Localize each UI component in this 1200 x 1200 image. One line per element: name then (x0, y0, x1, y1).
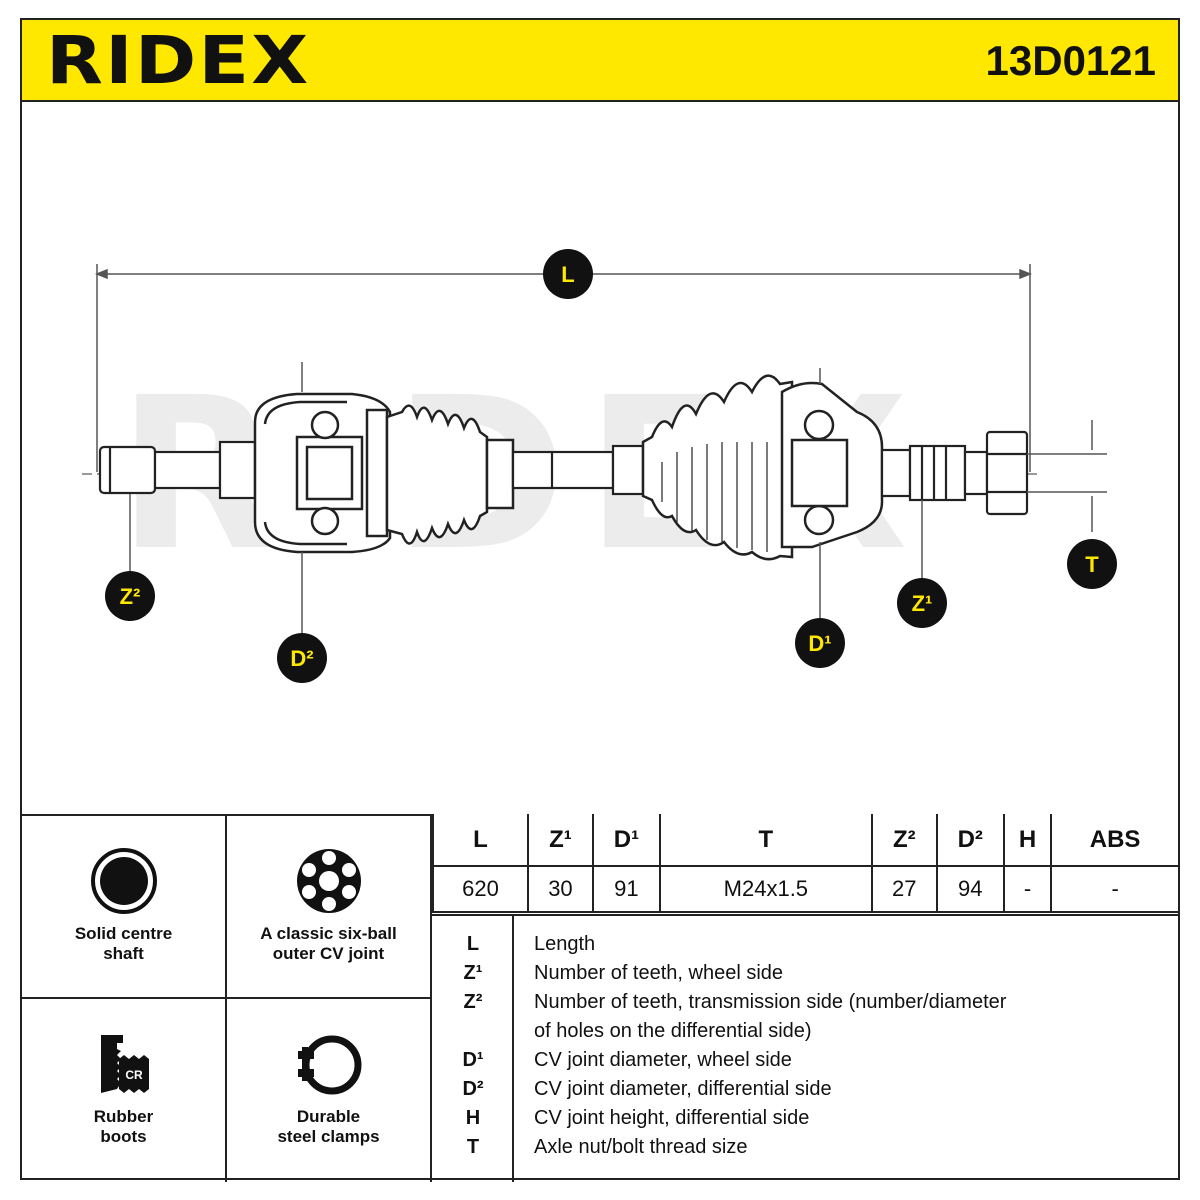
feature-label: Durable steel clamps (277, 1107, 380, 1146)
spec-header: H (1002, 814, 1053, 867)
outer-cv-joint (780, 381, 884, 549)
outer-stub-shaft (880, 430, 1029, 516)
legend-desc: Number of teeth, wheel side (534, 962, 784, 984)
legend-row: Z¹ Number of teeth, wheel side (432, 959, 1178, 988)
feature-label: Rubber boots (93, 1107, 154, 1146)
spec-table: L Z¹ D¹ T Z² D² H ABS 620 30 91 M24x1.5 … (432, 814, 1178, 913)
spec-value: 94 (935, 865, 1005, 913)
spec-value: 620 (432, 865, 529, 913)
svg-text:D¹: D¹ (808, 631, 831, 656)
feature-label: A classic six-ball outer CV joint (260, 924, 397, 963)
spec-header: Z² (870, 814, 938, 867)
legend-panel: L Length Z¹ Number of teeth, wheel side … (432, 914, 1178, 1182)
legend-key: L (466, 933, 480, 955)
svg-text:L: L (561, 262, 574, 287)
solid-shaft-icon (90, 848, 157, 914)
product-sheet: RIDEX 13D0121 RIDEX (20, 18, 1180, 1182)
legend-desc: CV joint diameter, differential side (534, 1078, 832, 1100)
leader-lines (129, 362, 1107, 642)
legend-row: D² CV joint diameter, differential side (432, 1075, 1178, 1104)
legend-key: T (466, 1136, 480, 1158)
spec-value: M24x1.5 (658, 865, 873, 913)
spec-header-row: L Z¹ D¹ T Z² D² H ABS (432, 814, 1178, 867)
legend-desc: of holes on the differential side) (534, 1020, 812, 1042)
inner-joint-housing (253, 392, 392, 554)
spec-value: - (1050, 865, 1178, 913)
inner-stub-shaft (98, 440, 257, 500)
badge-Z1: Z¹ (897, 578, 947, 628)
outer-boot (641, 374, 794, 561)
legend-key: Z¹ (463, 962, 483, 984)
drive-shaft-drawing: RIDEX (22, 102, 1178, 814)
cr-badge-text: CR (125, 1068, 143, 1082)
svg-text:Z²: Z² (120, 584, 141, 609)
legend-desc: CV joint height, differential side (534, 1107, 810, 1129)
spec-header: Z¹ (526, 814, 594, 867)
brand-logo: RIDEX (46, 22, 311, 99)
feature-label: Solid centre shaft (74, 924, 173, 963)
spec-header: D¹ (591, 814, 661, 867)
feature-six-ball-joint: A classic six-ball outer CV joint (227, 816, 432, 999)
feature-steel-clamps: Durable steel clamps (227, 999, 432, 1182)
legend-row: T Axle nut/bolt thread size (432, 1133, 1178, 1162)
feature-rubber-boots: CR Rubber boots (22, 999, 227, 1182)
spec-header: D² (935, 814, 1005, 867)
feature-solid-shaft: Solid centre shaft (22, 816, 227, 999)
steel-clamp-icon (297, 1035, 361, 1095)
features-grid: Solid centre shaft A classic six-ball ou… (22, 814, 432, 1182)
spec-header: ABS (1050, 814, 1178, 867)
legend-row: of holes on the differential side) (432, 1017, 1178, 1046)
legend-key: Z² (463, 991, 483, 1013)
spec-value: - (1002, 865, 1053, 913)
six-ball-joint-icon (296, 849, 361, 913)
legend-row: D¹ CV joint diameter, wheel side (432, 1046, 1178, 1075)
header-bar: RIDEX 13D0121 (22, 20, 1178, 102)
legend-row: H CV joint height, differential side (432, 1104, 1178, 1133)
spec-value: 27 (870, 865, 938, 913)
badge-T: T (1067, 539, 1117, 589)
svg-text:T: T (1085, 552, 1099, 577)
legend-row: L Length (432, 930, 1178, 959)
legend-key-column (432, 916, 514, 1182)
spec-value: 30 (526, 865, 594, 913)
badge-D2: D² (277, 633, 327, 683)
svg-text:D²: D² (290, 646, 313, 671)
legend-desc: Length (534, 933, 596, 955)
legend-desc: CV joint diameter, wheel side (534, 1049, 792, 1071)
part-number: 13D0121 (985, 37, 1156, 84)
legend-key: H (465, 1107, 481, 1129)
inner-boot (385, 404, 515, 545)
centre-shaft (511, 444, 645, 496)
svg-text:Z¹: Z¹ (912, 591, 933, 616)
legend-row: Z² Number of teeth, transmission side (n… (432, 988, 1178, 1017)
spec-value-row: 620 30 91 M24x1.5 27 94 - - (432, 865, 1178, 913)
legend-desc: Axle nut/bolt thread size (534, 1136, 748, 1158)
spec-value: 91 (591, 865, 661, 913)
rubber-boot-icon: CR (100, 1035, 149, 1093)
spec-header: T (658, 814, 873, 867)
legend-key: D² (462, 1078, 484, 1100)
spec-header: L (432, 814, 529, 867)
badge-D1: D¹ (795, 618, 845, 668)
badge-Z2: Z² (105, 571, 155, 621)
technical-drawing: RIDEX (82, 249, 1117, 683)
legend-key: D¹ (462, 1049, 484, 1071)
legend-desc: Number of teeth, transmission side (numb… (534, 991, 1007, 1013)
badge-L: L (543, 249, 593, 299)
